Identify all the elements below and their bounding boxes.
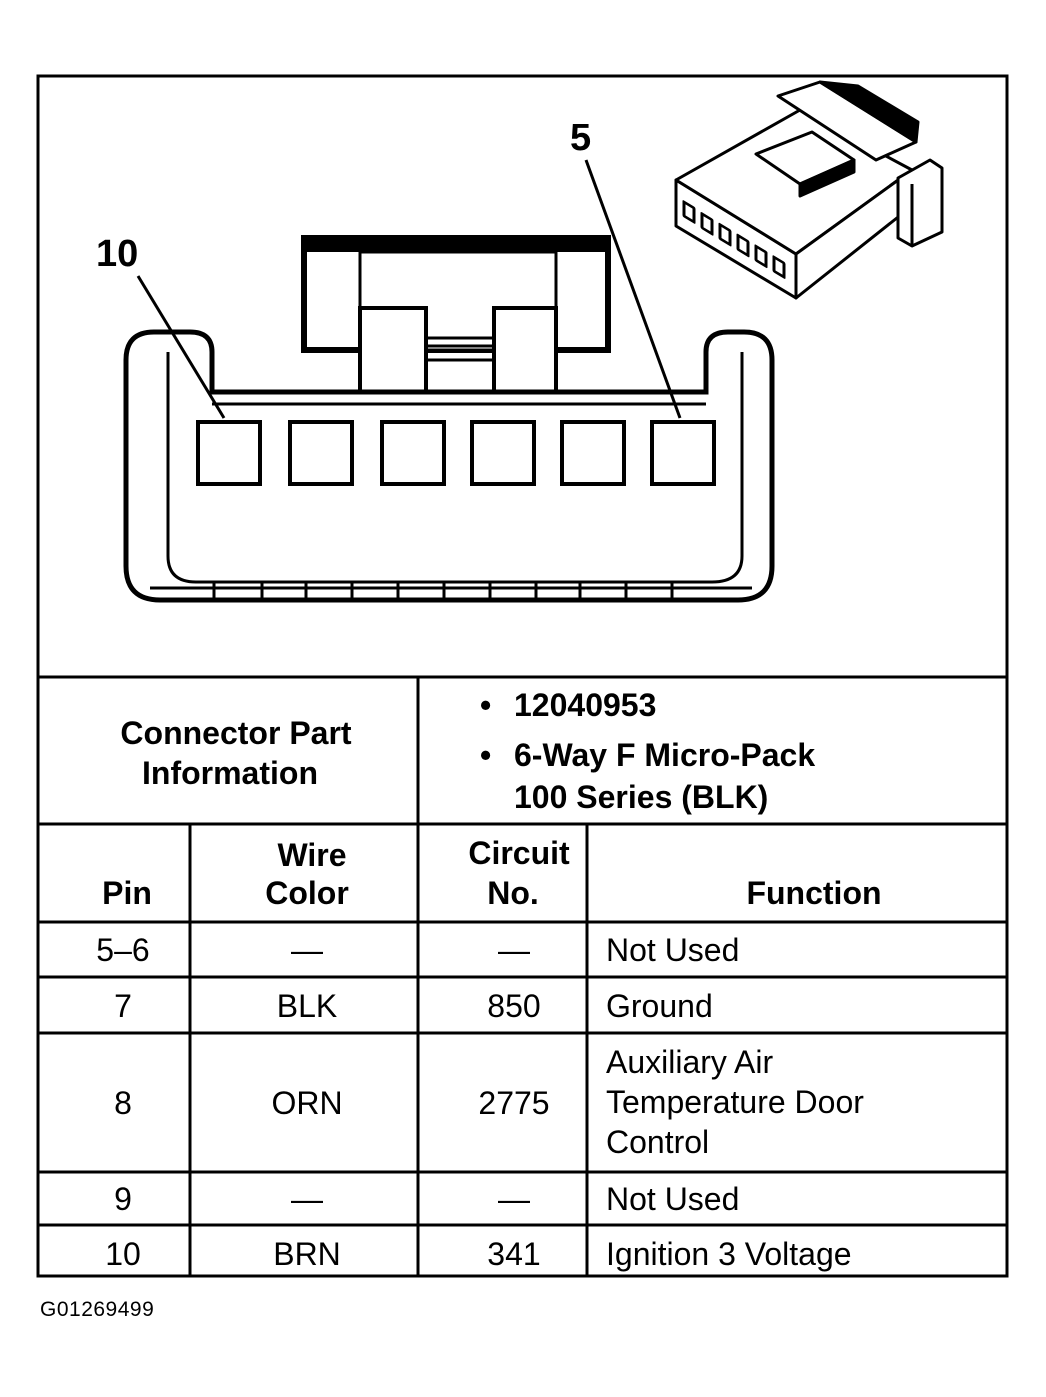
cell-wire: — <box>291 932 323 968</box>
cell-circuit: 850 <box>487 988 540 1024</box>
cell-circuit: 341 <box>487 1236 540 1272</box>
table-row: 5–6 — — Not Used <box>96 932 739 968</box>
cell-circuit: — <box>498 932 530 968</box>
cell-function-line1: Auxiliary Air <box>606 1044 774 1080</box>
cell-function: Not Used <box>606 932 739 968</box>
cell-circuit: 2775 <box>478 1085 549 1121</box>
cell-wire: BRN <box>273 1236 341 1272</box>
cavity-pin-10 <box>196 420 262 486</box>
header-wire-color-line1: Wire <box>277 837 346 873</box>
figure-id: G01269499 <box>40 1298 155 1321</box>
bullet: • <box>480 737 491 773</box>
callout-pin-10: 10 <box>96 233 138 275</box>
cell-pin: 5–6 <box>96 932 149 968</box>
cell-function: Ignition 3 Voltage <box>606 1236 852 1272</box>
connector-type-line2: 100 Series (BLK) <box>514 779 768 815</box>
table-row: 7 BLK 850 Ground <box>114 988 713 1024</box>
leader-line-pin-10 <box>136 275 226 419</box>
cell-function: Not Used <box>606 1181 739 1217</box>
cell-pin: 10 <box>105 1236 141 1272</box>
cell-function-line3: Control <box>606 1124 709 1160</box>
cell-wire: ORN <box>271 1085 342 1121</box>
cavity-pin-8 <box>380 420 446 486</box>
header-pin: Pin <box>102 875 152 911</box>
table-grid <box>38 675 1007 1276</box>
cavity-pin-9 <box>288 420 354 486</box>
cell-function-line2: Temperature Door <box>606 1084 864 1120</box>
connector-type-line1: 6-Way F Micro-Pack <box>514 737 815 773</box>
table-row: 10 BRN 341 Ignition 3 Voltage <box>105 1236 851 1272</box>
table-header: Pin Wire Color Circuit No. Function <box>102 835 881 911</box>
table-body: 5–6 — — Not Used 7 BLK 850 Ground 8 ORN … <box>96 932 864 1272</box>
cavity-pin-6 <box>560 420 626 486</box>
cell-wire: BLK <box>277 988 337 1024</box>
bullet: • <box>480 687 491 723</box>
header-circuit-line2: No. <box>487 875 539 911</box>
table-row: 8 ORN 2775 Auxiliary Air Temperature Doo… <box>114 1044 864 1160</box>
cell-pin: 8 <box>114 1085 132 1121</box>
cell-circuit: — <box>498 1181 530 1217</box>
connector-isometric-view <box>674 80 944 300</box>
header-wire-color-line2: Color <box>265 875 349 911</box>
part-number: 12040953 <box>514 687 656 723</box>
connector-info-label-line2: Information <box>142 755 318 791</box>
connector-face-view <box>123 159 775 603</box>
cell-wire: — <box>291 1181 323 1217</box>
cavity-pin-7 <box>470 420 536 486</box>
cell-function: Ground <box>606 988 713 1024</box>
callout-pin-5: 5 <box>570 117 591 159</box>
header-circuit-line1: Circuit <box>468 835 570 871</box>
connector-part-info: Connector Part Information • 12040953 • … <box>120 687 815 815</box>
leader-line-pin-5 <box>584 159 682 419</box>
table-row: 9 — — Not Used <box>114 1181 739 1217</box>
header-function: Function <box>746 875 881 911</box>
cell-pin: 9 <box>114 1181 132 1217</box>
cell-pin: 7 <box>114 988 132 1024</box>
cavity-pin-5 <box>650 420 716 486</box>
connector-info-label-line1: Connector Part <box>120 715 351 751</box>
